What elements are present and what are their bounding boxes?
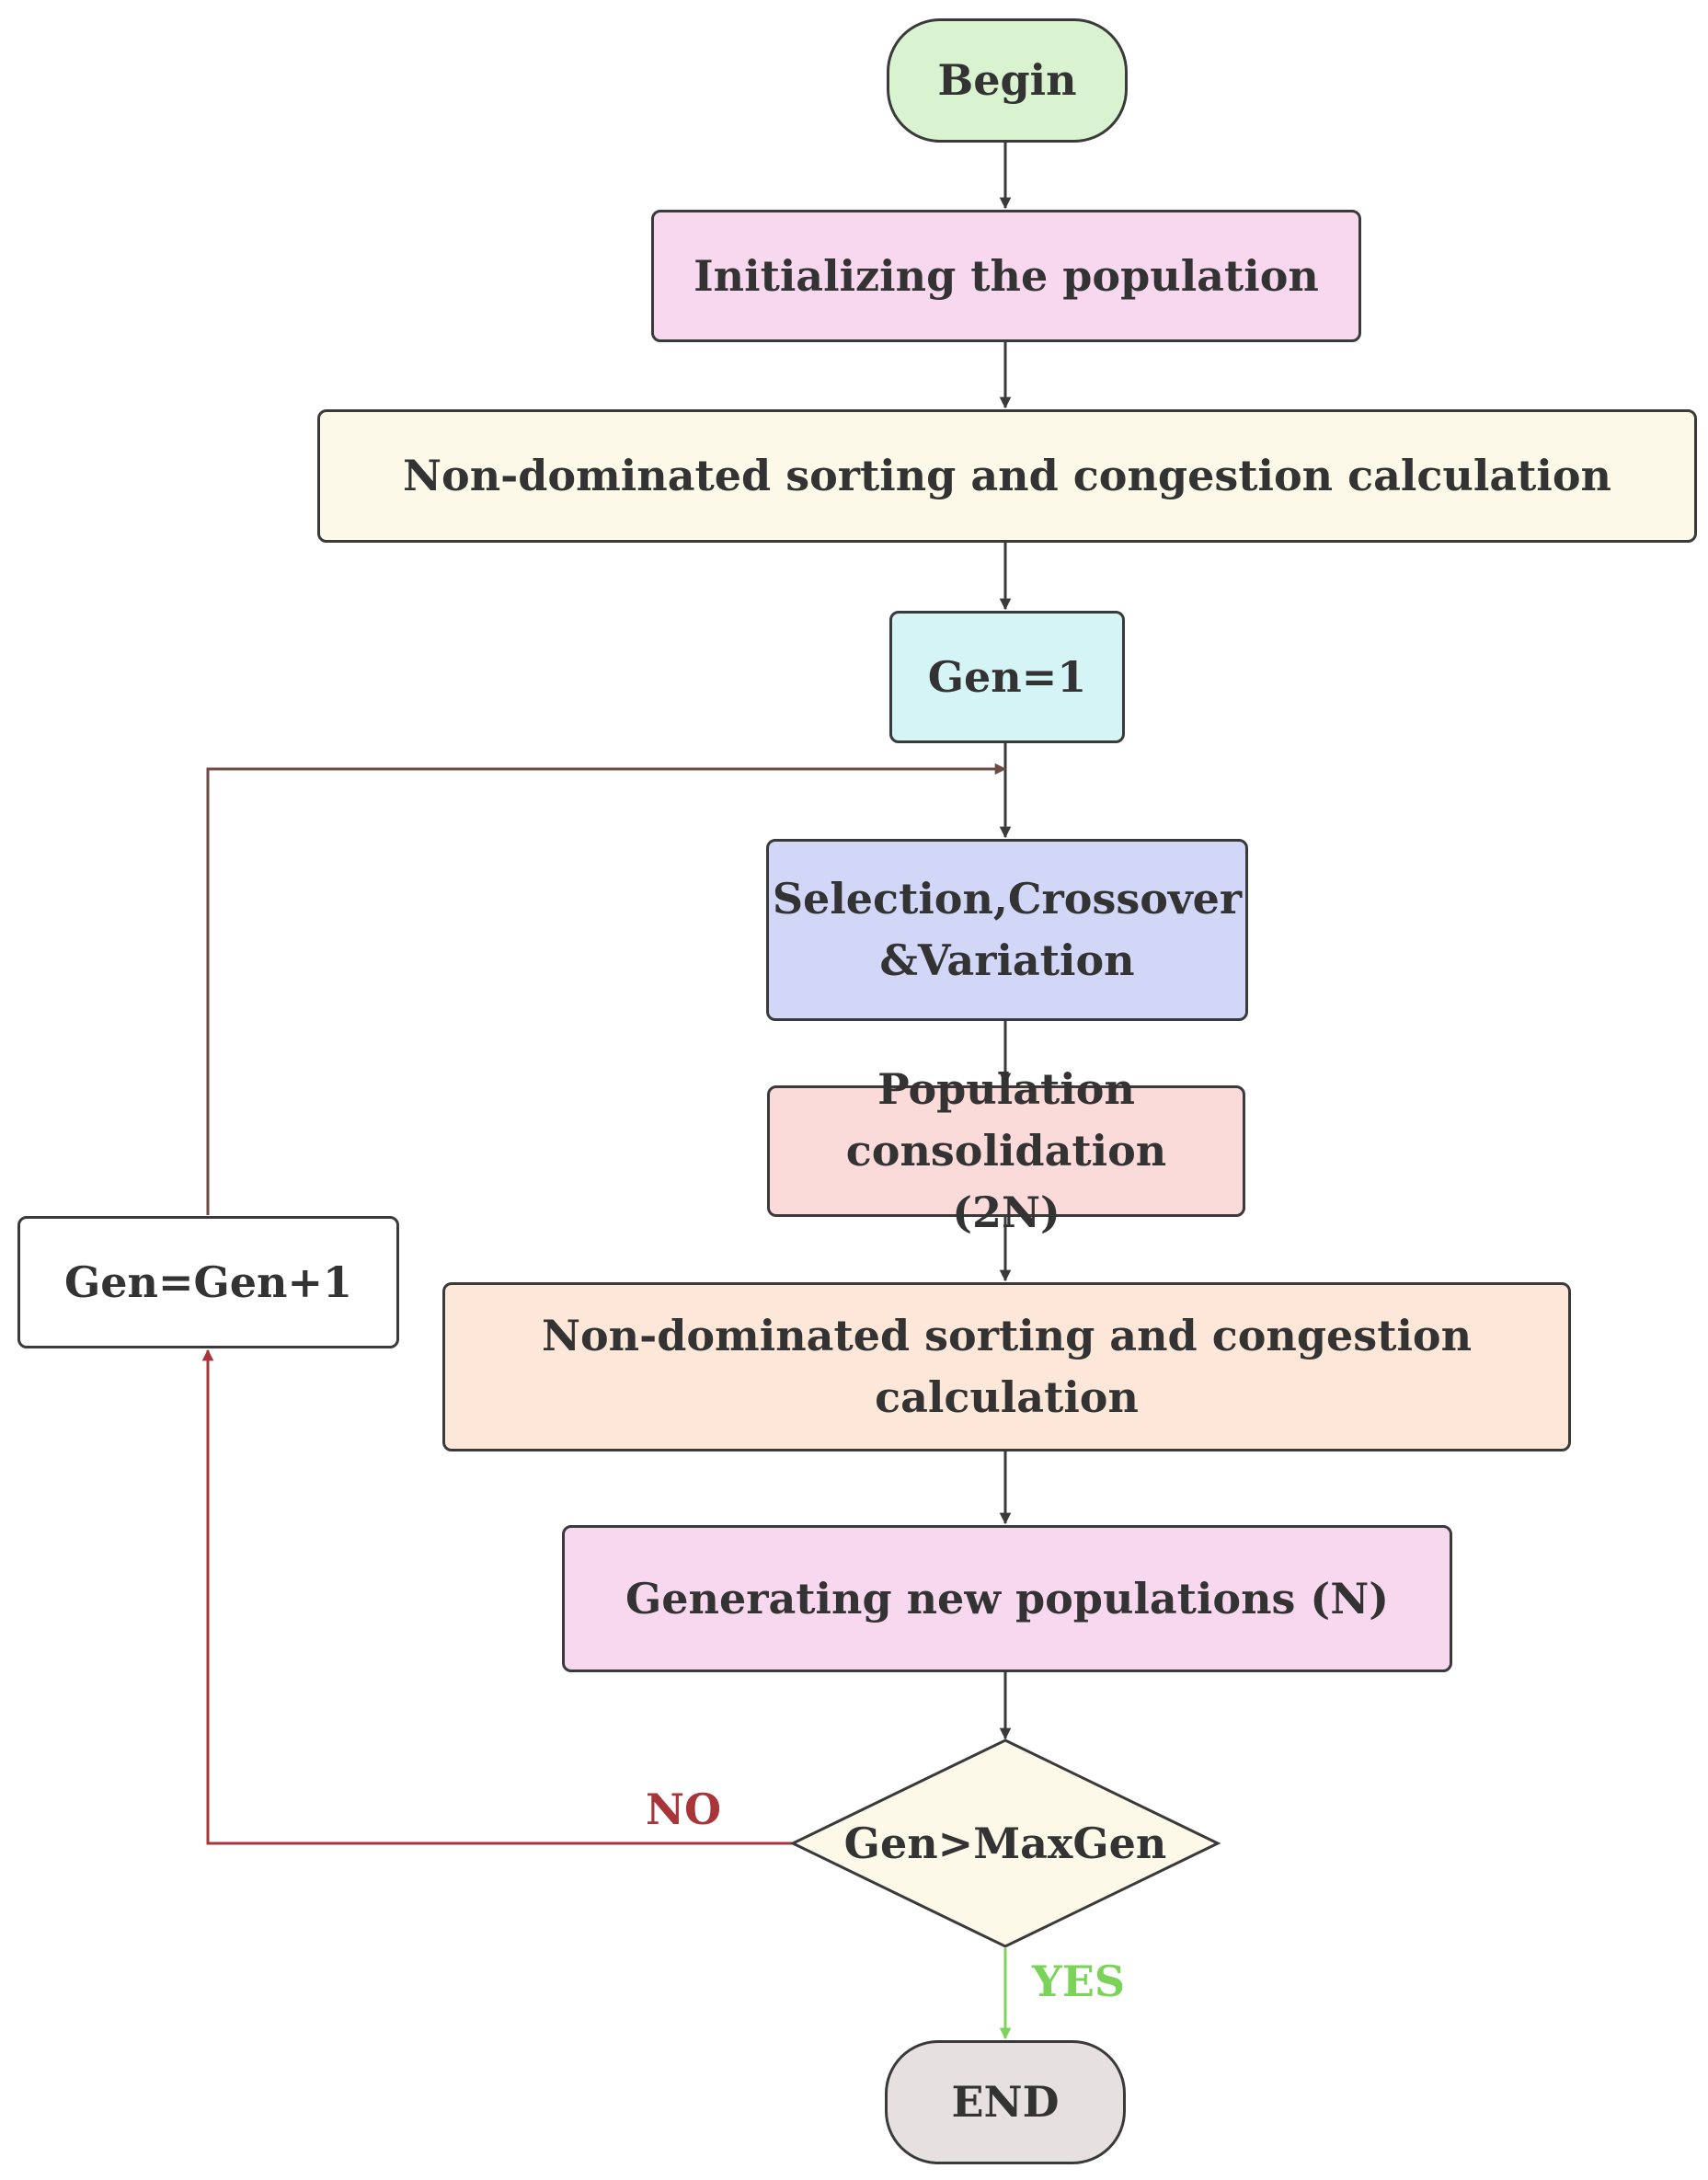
yes-branch-label: YES	[1032, 1956, 1126, 2006]
arrow-loop-back	[206, 763, 1007, 1215]
population-consolidation-node: Population consolidation (2N)	[767, 1064, 1245, 1237]
non-dominated-sorting-node-2: Non-dominated sorting and congestion cal…	[442, 1282, 1571, 1451]
initialize-population-node: Initializing the population	[651, 210, 1361, 342]
begin-node: Begin	[887, 18, 1128, 143]
decision-label: Gen>MaxGen	[843, 1819, 1167, 1868]
arrow-no-to-increment	[201, 1348, 793, 1845]
selection-crossover-variation-node: Selection,Crossover &Variation	[766, 839, 1248, 1021]
gen-increment-node: Gen=Gen+1	[17, 1216, 399, 1348]
end-node: END	[885, 2040, 1126, 2164]
gen-init-node: Gen=1	[889, 611, 1125, 743]
generate-new-populations-node: Generating new populations (N)	[562, 1525, 1452, 1672]
no-branch-label: NO	[646, 1784, 722, 1834]
decision-diamond-shape	[789, 1738, 1221, 1948]
non-dominated-sorting-node-1: Non-dominated sorting and congestion cal…	[317, 409, 1697, 543]
